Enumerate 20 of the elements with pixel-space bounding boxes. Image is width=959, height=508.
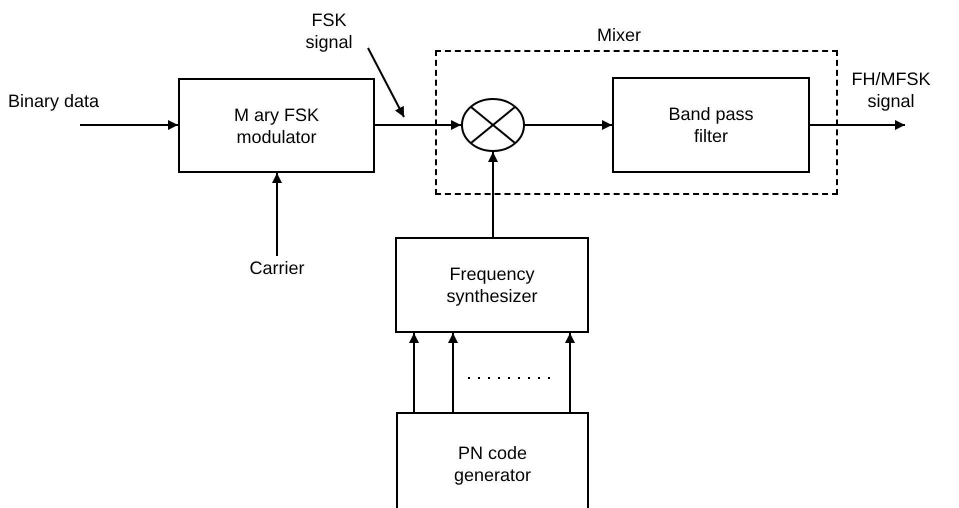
- process-box: Frequency synthesizer: [395, 237, 589, 333]
- arrow: [565, 333, 575, 412]
- signal-arrow: [80, 120, 178, 130]
- arrow: [448, 333, 458, 412]
- arrow: [409, 333, 419, 412]
- arrow: [375, 120, 461, 130]
- group-heading: Mixer: [597, 24, 641, 47]
- text-label: FSK signal: [290, 8, 368, 54]
- leader-arrow: [367, 48, 405, 118]
- multiplier-circle: [461, 98, 525, 152]
- arrow: [272, 173, 282, 256]
- text-label: Carrier: [237, 256, 317, 280]
- arrow: [525, 120, 612, 130]
- process-box: PN code generator: [396, 412, 589, 508]
- arrow: [488, 152, 498, 237]
- process-box: Band pass filter: [612, 77, 810, 173]
- process-box: M ary FSK modulator: [178, 78, 375, 173]
- signal-arrow: [810, 120, 905, 130]
- edge-label: Binary data: [8, 90, 100, 112]
- edge-label: FH/MFSK signal: [850, 68, 932, 112]
